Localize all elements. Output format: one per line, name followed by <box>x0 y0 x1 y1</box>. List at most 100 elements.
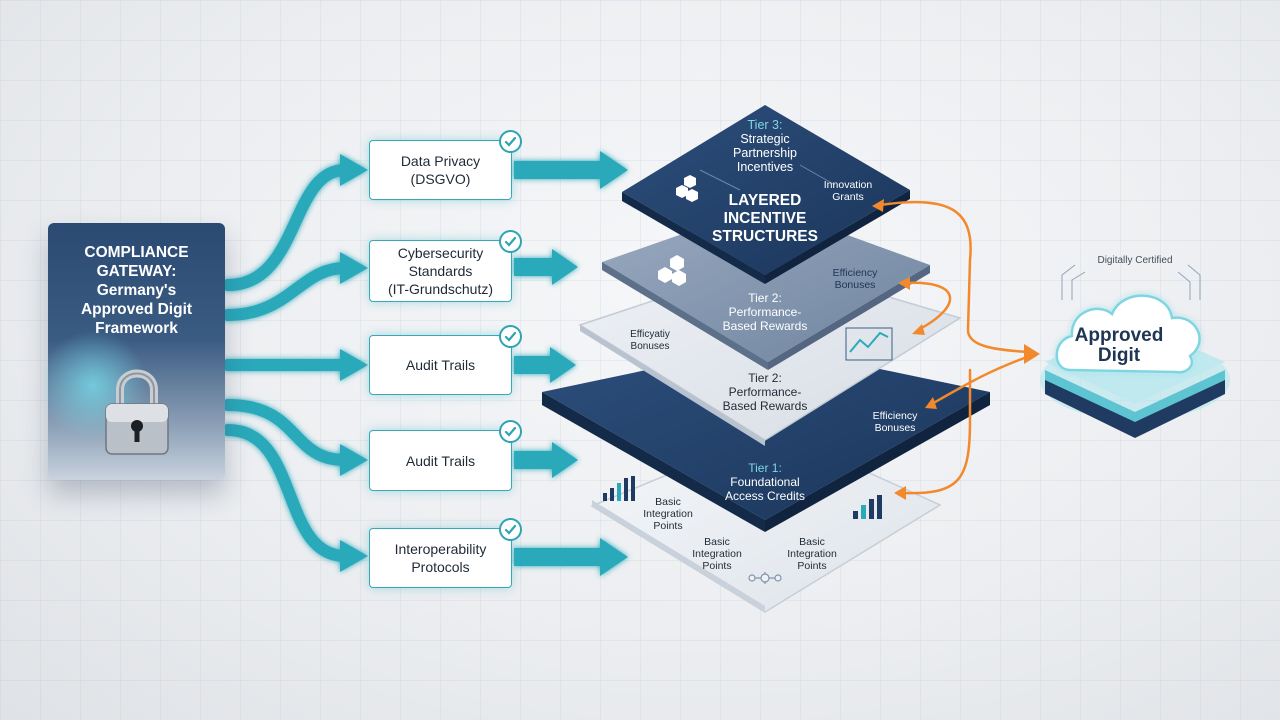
certified-base-middle-side <box>1045 370 1225 422</box>
tier2-upper-platform-side-right <box>768 265 930 370</box>
tier3-top-platform <box>622 105 910 275</box>
heading-line: LAYERED <box>728 192 802 209</box>
bar-chart-icon-bar-1 <box>603 493 607 501</box>
circuit-line-right-2 <box>1177 271 1191 300</box>
orange-arrowhead-certified <box>1024 344 1040 364</box>
basic-integration-points-center: Basic Integration Points <box>679 536 755 572</box>
hexagon-cluster-icon-a2 <box>670 255 684 271</box>
hexagon-cluster-icon <box>676 175 698 202</box>
efficiency-bonuses-lower-label: Efficiency Bonuses <box>860 410 930 434</box>
network-node-icon-node-right <box>774 574 782 582</box>
arrowhead-audit-trails-1 <box>340 349 368 381</box>
bar-chart-icon-bar-5 <box>631 476 635 501</box>
orange-arrowhead-innovation <box>872 199 884 212</box>
orange-arrowhead-efficiency-upper-end <box>898 277 910 290</box>
feedback-orange-arrows <box>878 200 1032 495</box>
bar-chart-icon-bar-2 <box>610 488 614 501</box>
orange-arrowheads <box>872 199 1040 500</box>
efficyatiy-bonuses-line: Bonuses <box>630 341 670 352</box>
tier2-lower-label: Tier 2: Performance- Based Rewards <box>705 371 825 413</box>
bar-chart-icon-bar-4 <box>624 478 628 501</box>
approved-digit-line: Approved <box>1074 325 1164 346</box>
arrow-to-cybersecurity <box>222 262 351 321</box>
bar-chart-icon-2-bar-2 <box>861 505 866 519</box>
requirement-audit-trails-1: Audit Trails <box>369 325 522 395</box>
digitally-certified-caption: Digitally Certified <box>1097 255 1173 266</box>
hexagon-cluster-icon-b <box>676 185 688 198</box>
efficiency-bonuses-line: Bonuses <box>834 279 876 291</box>
tier2-upper-label: Tier 2: Performance- Based Rewards <box>705 291 825 333</box>
bar-chart-icon-2-bar-1 <box>853 511 858 519</box>
basic-integration-points-left: Basic Integration Points <box>630 496 706 532</box>
tier3-divider-lines <box>699 164 836 191</box>
network-node-icon-node-left <box>748 574 756 582</box>
requirement-data-privacy: Data Privacy (DSGVO) <box>369 130 522 200</box>
tier2-upper-label-line: Based Rewards <box>722 319 808 333</box>
points-line: Points <box>702 560 732 572</box>
tier2-lower-label-line: Performance- <box>728 385 802 399</box>
tier1-label-line: Tier 1: <box>748 461 782 475</box>
gateway-title-line: Germany's <box>96 282 177 299</box>
points-line: Points <box>653 520 683 532</box>
tier1-navy-slab-side-right <box>765 392 990 532</box>
arrowhead-cybersecurity <box>340 252 368 284</box>
gateway-title-line: COMPLIANCE <box>84 244 189 261</box>
orange-arrowhead-tier1 <box>894 486 906 500</box>
innovation-grants-line: Grants <box>832 191 864 203</box>
certified-badge <box>1040 264 1230 438</box>
tier2-lower-platform-side <box>580 325 765 446</box>
tier3-top-platform-side-right <box>765 190 910 284</box>
hexagon-cluster-icon-a <box>684 175 696 188</box>
tier2-upper-platform-side <box>602 262 768 370</box>
orange-arrow-tier1-points <box>900 368 972 495</box>
circuit-line-left-1 <box>1061 264 1076 300</box>
orange-arrow-innovation-grants <box>878 200 1032 354</box>
approved-digit-title: Approved Digit <box>1064 326 1174 366</box>
circuit-lines-icon <box>1061 264 1201 300</box>
points-line: Integration <box>692 548 742 560</box>
efficiency-bonuses-upper-label: Efficiency Bonuses <box>820 267 890 291</box>
requirement-label-line: Standards <box>408 263 473 279</box>
efficyatiy-bonuses-line: Efficyatiy <box>630 329 670 340</box>
certified-base-bottom-side <box>1045 378 1225 438</box>
gateway-arrowheads <box>340 154 368 572</box>
bar-chart-icon-2-bar-3 <box>869 499 874 519</box>
padlock-icon <box>100 360 174 460</box>
orange-arrow-efficiency-lower <box>928 354 1032 407</box>
points-line: Basic <box>655 496 681 508</box>
requirement-cybersecurity: Cybersecurity Standards (IT-Grundschutz) <box>369 230 522 302</box>
tier3-label-line: Strategic <box>740 132 790 146</box>
tier3-top-platform-side <box>622 192 765 284</box>
tier1-base-platform-edge <box>592 500 765 612</box>
cloud-icon <box>1055 294 1201 374</box>
tier1-navy-slab-side <box>542 392 765 532</box>
tier2-upper-platform <box>602 205 930 362</box>
points-line: Integration <box>643 508 693 520</box>
arrow-to-data-privacy <box>222 164 351 291</box>
arrow-to-interoperability <box>222 424 351 562</box>
tier3-label: Tier 3: Strategic Partnership Incentives <box>705 118 825 174</box>
efficiency-bonuses-line: Bonuses <box>874 422 916 434</box>
requirement-label-line: Data Privacy <box>400 153 481 169</box>
tier3-label-line: Partnership <box>733 146 797 160</box>
tier1-label: Tier 1: Foundational Access Credits <box>705 461 825 503</box>
orange-arrowhead-efficiency-lower <box>925 397 937 409</box>
gateway-to-requirements-arrows <box>222 164 351 562</box>
circuit-line-right-1 <box>1187 264 1201 300</box>
tier2-lower-label-line: Based Rewards <box>722 399 808 413</box>
bar-chart-icon <box>853 495 882 519</box>
tier2-upper-label-line: Tier 2: <box>748 291 782 305</box>
orange-arrowhead-efficiency-upper <box>912 324 925 335</box>
checkmark-icon <box>499 130 522 153</box>
tier1-label-line: Access Credits <box>724 489 806 503</box>
tier2-upper-label-line: Performance- <box>728 305 802 319</box>
requirement-label-line: Protocols <box>411 559 470 575</box>
bar-chart-icon <box>603 476 635 501</box>
gateway-title-line: Framework <box>95 320 178 337</box>
requirement-audit-trails-2: Audit Trails <box>369 420 522 491</box>
arrow-privacy-to-tier3 <box>514 151 628 189</box>
heading-line: INCENTIVE <box>723 210 807 227</box>
network-node-icon <box>748 572 782 584</box>
heading-line: STRUCTURES <box>712 228 818 245</box>
